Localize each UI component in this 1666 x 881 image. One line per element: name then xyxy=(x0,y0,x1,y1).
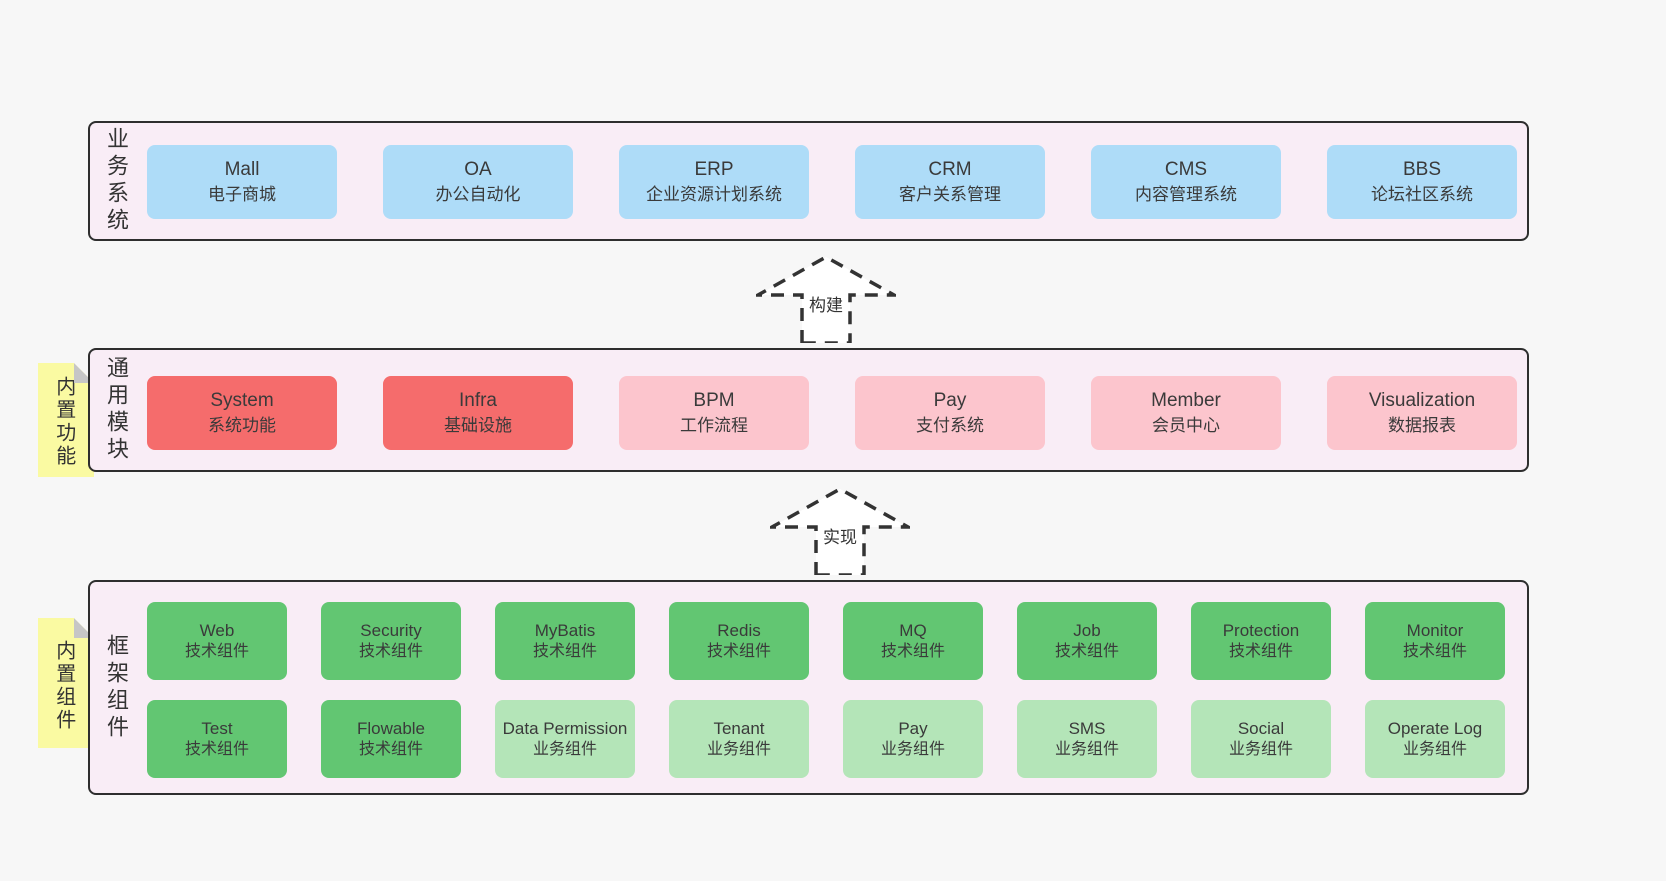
layer-label-business-systems: 业务系统 xyxy=(104,127,129,235)
sticky-note-built-in-components: 内置组件 xyxy=(38,618,94,748)
diagram-box-mybatis: MyBatis 技术组件 xyxy=(495,602,635,680)
diagram-box-pay-component: Pay 业务组件 xyxy=(843,700,983,778)
diagram-box-sms: SMS 业务组件 xyxy=(1017,700,1157,778)
diagram-box-member: Member 会员中心 xyxy=(1091,376,1281,450)
sticky-note-label: 内置组件 xyxy=(52,639,75,732)
diagram-box-crm: CRM 客户关系管理 xyxy=(855,145,1045,219)
diagram-box-operate-log: Operate Log 业务组件 xyxy=(1365,700,1505,778)
framework-component-rows: Web 技术组件 Security 技术组件 MyBatis 技术组件 Redi… xyxy=(147,602,1505,778)
diagram-box-mq: MQ 技术组件 xyxy=(843,602,983,680)
diagram-box-security: Security 技术组件 xyxy=(321,602,461,680)
diagram-box-visualization: Visualization 数据报表 xyxy=(1327,376,1517,450)
layer-label-common-modules: 通用模块 xyxy=(104,356,129,464)
diagram-box-protection: Protection 技术组件 xyxy=(1191,602,1331,680)
diagram-box-mall: Mall 电子商城 xyxy=(147,145,337,219)
layer-label-framework-components: 框架组件 xyxy=(104,633,129,742)
common-module-boxes: System 系统功能 Infra 基础设施 BPM 工作流程 Pay 支付系统… xyxy=(147,376,1517,450)
arrow-label-build: 构建 xyxy=(805,291,847,316)
sticky-note-label: 内置功能 xyxy=(52,376,75,469)
dashed-up-arrow-build: 构建 xyxy=(756,255,896,343)
layer-business-systems: 业务系统 Mall 电子商城 OA 办公自动化 ERP 企业资源计划系统 CRM… xyxy=(88,121,1529,241)
sticky-note-built-in-features: 内置功能 xyxy=(38,363,94,477)
arrow-label-implement: 实现 xyxy=(819,523,861,548)
diagram-box-infra: Infra 基础设施 xyxy=(383,376,573,450)
diagram-box-monitor: Monitor 技术组件 xyxy=(1365,602,1505,680)
dashed-up-arrow-implement: 实现 xyxy=(770,487,910,575)
diagram-box-system: System 系统功能 xyxy=(147,376,337,450)
diagram-box-test: Test 技术组件 xyxy=(147,700,287,778)
diagram-box-web: Web 技术组件 xyxy=(147,602,287,680)
layer-framework-components: 框架组件 Web 技术组件 Security 技术组件 MyBatis 技术组件… xyxy=(88,580,1529,795)
diagram-box-bbs: BBS 论坛社区系统 xyxy=(1327,145,1517,219)
diagram-box-social: Social 业务组件 xyxy=(1191,700,1331,778)
diagram-box-erp: ERP 企业资源计划系统 xyxy=(619,145,809,219)
diagram-box-pay-system: Pay 支付系统 xyxy=(855,376,1045,450)
component-row-1: Web 技术组件 Security 技术组件 MyBatis 技术组件 Redi… xyxy=(147,602,1505,680)
diagram-box-cms: CMS 内容管理系统 xyxy=(1091,145,1281,219)
diagram-box-redis: Redis 技术组件 xyxy=(669,602,809,680)
diagram-box-flowable: Flowable 技术组件 xyxy=(321,700,461,778)
diagram-box-oa: OA 办公自动化 xyxy=(383,145,573,219)
component-row-2: Test 技术组件 Flowable 技术组件 Data Permission … xyxy=(147,700,1505,778)
diagram-box-tenant: Tenant 业务组件 xyxy=(669,700,809,778)
business-system-boxes: Mall 电子商城 OA 办公自动化 ERP 企业资源计划系统 CRM 客户关系… xyxy=(147,145,1517,219)
diagram-box-job: Job 技术组件 xyxy=(1017,602,1157,680)
diagram-box-bpm: BPM 工作流程 xyxy=(619,376,809,450)
diagram-box-data-permission: Data Permission 业务组件 xyxy=(495,700,635,778)
layer-common-modules: 通用模块 System 系统功能 Infra 基础设施 BPM 工作流程 Pay… xyxy=(88,348,1529,472)
